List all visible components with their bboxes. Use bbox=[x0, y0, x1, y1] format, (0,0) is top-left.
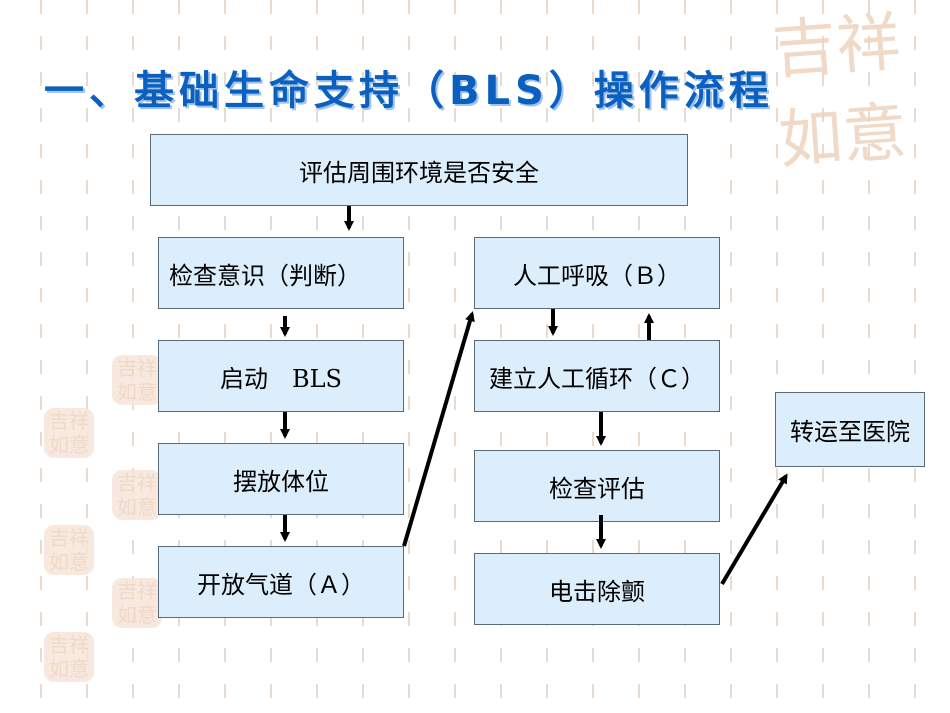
node-assess-environment-label: 评估周围环境是否安全 bbox=[299, 158, 539, 187]
node-breathing-label: 人工呼吸（Ｂ） bbox=[513, 261, 681, 290]
arrow-defib-to-transfer bbox=[720, 473, 788, 586]
node-check-assess: 检查评估 bbox=[474, 450, 720, 522]
watermark-seal-small-2: 吉祥如意 bbox=[44, 408, 94, 458]
node-position: 摆放体位 bbox=[158, 443, 404, 515]
watermark-seal-small-2-text: 吉祥如意 bbox=[49, 409, 89, 457]
node-defibrillation: 电击除颤 bbox=[474, 553, 720, 625]
watermark-seal-small-5: 吉祥如意 bbox=[112, 578, 162, 628]
node-circulation: 建立人工循环（Ｃ） bbox=[474, 340, 720, 412]
node-assess-environment: 评估周围环境是否安全 bbox=[150, 134, 688, 206]
node-check-consciousness-label: 检查意识（判断） bbox=[169, 261, 361, 290]
node-start-bls-label: 启动 BLS bbox=[219, 364, 342, 393]
page-title: 一、基础生命支持（BLS）操作流程 bbox=[44, 68, 774, 114]
node-check-consciousness: 检查意识（判断） bbox=[158, 237, 404, 309]
node-transfer-hospital: 转运至医院 bbox=[775, 392, 925, 467]
watermark-seal-small-1: 吉祥如意 bbox=[112, 355, 162, 405]
node-transfer-hospital-label: 转运至医院 bbox=[790, 418, 910, 446]
watermark-seal-small-1-text: 吉祥如意 bbox=[117, 356, 157, 404]
node-open-airway: 开放气道（Ａ） bbox=[158, 546, 404, 618]
watermark-seal-small-6-text: 吉祥如意 bbox=[49, 633, 89, 681]
watermark-seal-small-3-text: 吉祥如意 bbox=[117, 471, 157, 519]
node-defibrillation-label: 电击除颤 bbox=[549, 577, 645, 606]
watermark-seal-small-6: 吉祥如意 bbox=[44, 632, 94, 682]
watermark-seal-small-5-text: 吉祥如意 bbox=[117, 579, 157, 627]
node-circulation-label: 建立人工循环（Ｃ） bbox=[489, 364, 705, 393]
watermark-seal-small-4-text: 吉祥如意 bbox=[49, 526, 89, 574]
node-check-assess-label: 检查评估 bbox=[549, 474, 645, 503]
node-breathing: 人工呼吸（Ｂ） bbox=[474, 237, 720, 309]
watermark-seal-small-4: 吉祥如意 bbox=[44, 525, 94, 575]
node-start-bls: 启动 BLS bbox=[158, 340, 404, 412]
node-open-airway-label: 开放气道（Ａ） bbox=[197, 570, 365, 599]
arrow-airway-to-breathing bbox=[402, 311, 475, 547]
watermark-seal-small-3: 吉祥如意 bbox=[112, 470, 162, 520]
node-position-label: 摆放体位 bbox=[233, 467, 329, 496]
